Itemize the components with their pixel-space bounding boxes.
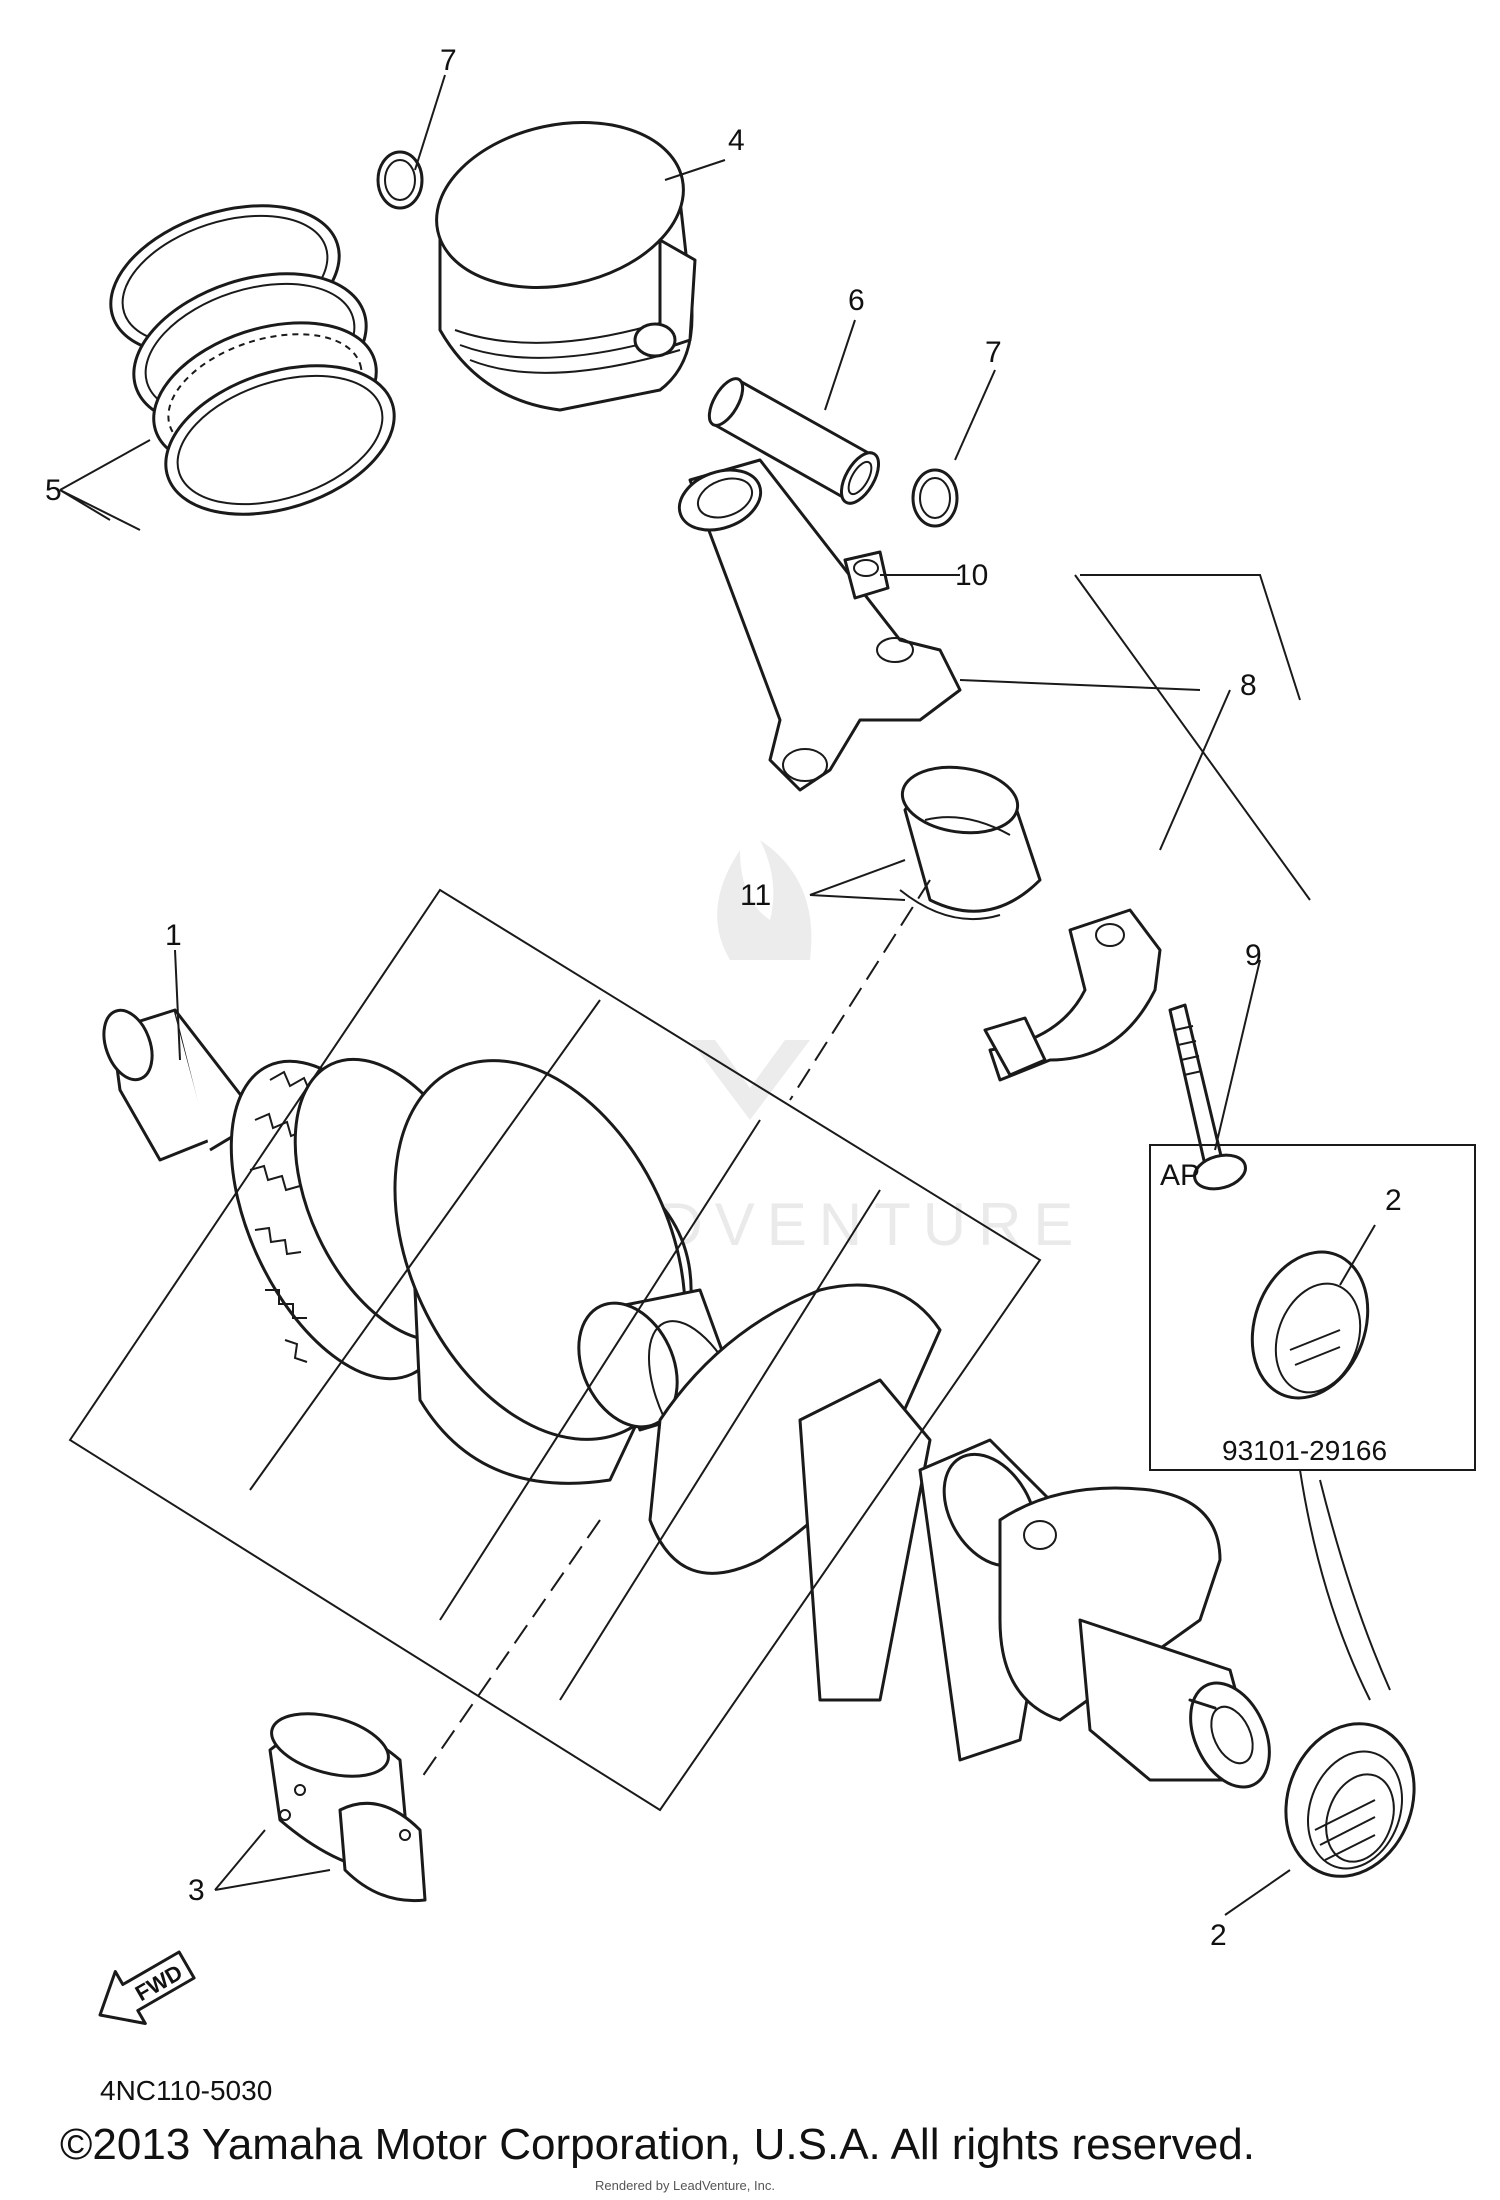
- main-bearing: [268, 1712, 427, 1903]
- callout-7-right: 7: [985, 336, 1002, 369]
- callout-9: 9: [1245, 939, 1262, 972]
- piston: [435, 121, 697, 412]
- ring-leader-line: [59, 439, 151, 531]
- inset-label: AP: [1160, 1159, 1200, 1192]
- crankshaft: [102, 1008, 1271, 1789]
- big-end-bearing: [899, 765, 1042, 921]
- assembly-guides: [68, 879, 1391, 1812]
- nut: [843, 550, 890, 600]
- piston-pin: [707, 377, 881, 505]
- inset-callout-2: 2: [1385, 1184, 1402, 1217]
- diagram-code: 4NC110-5030: [100, 2075, 273, 2106]
- rod-cap: [983, 908, 1162, 1082]
- callout-2: 2: [1210, 1919, 1227, 1952]
- inset-part-number: 93101-29166: [1222, 1435, 1387, 1466]
- copyright: ©2013 Yamaha Motor Corporation, U.S.A. A…: [60, 2120, 1255, 2169]
- piston-rings: [109, 204, 396, 516]
- connecting-rod: [677, 458, 962, 792]
- rod-bolt: [1168, 1003, 1247, 1191]
- callout-10: 10: [955, 559, 988, 592]
- ap-inset: AP 2 93101-29166: [1149, 1144, 1476, 1471]
- callout-11: 11: [740, 879, 771, 912]
- callout-3: 3: [188, 1874, 205, 1907]
- attribution: Rendered by LeadVenture, Inc.: [595, 2178, 775, 2193]
- callout-6: 6: [848, 284, 865, 317]
- callout-8: 8: [1240, 669, 1257, 702]
- callout-4: 4: [728, 124, 745, 157]
- leader-lines: [174, 74, 1311, 1916]
- fwd-arrow: FWD: [98, 1950, 196, 2025]
- callout-1: 1: [165, 919, 182, 952]
- oil-seal: [1284, 1722, 1416, 1878]
- callout-5: 5: [45, 474, 62, 507]
- callout-7-left: 7: [440, 44, 457, 77]
